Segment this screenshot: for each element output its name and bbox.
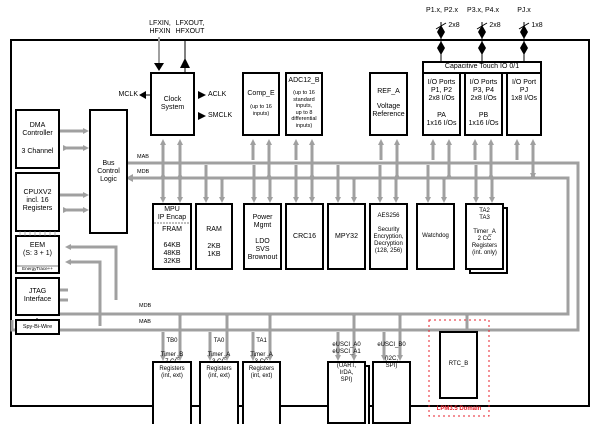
aclk-label: ACLK [208, 91, 227, 98]
ref-a-title: REF_A [377, 88, 400, 95]
mpu-fram-block [152, 203, 192, 270]
aes256-block [369, 203, 408, 270]
port1-label: P1.x, P2.x [426, 7, 458, 14]
euscia-label: eUSCI_A0 eUSCI_A1 (UART, IrDA, SPI) [332, 342, 361, 383]
clock-system-label: Clock System [160, 96, 185, 111]
mpu-label: MPU IP Encap [157, 206, 187, 221]
mdb-label-bottom: MDB [139, 303, 152, 309]
io-p3-p4-title: I/O Ports P3, P4 2x8 I/Os [469, 79, 498, 102]
cpu-eem-link [19, 231, 56, 236]
port1-width-label: 2x8 [448, 22, 460, 29]
lpm35-domain-boundary [428, 319, 490, 417]
dma-block [15, 109, 60, 169]
mpy32-label: MPY32 [335, 233, 358, 240]
fram-sizes: 64KB 48KB 32KB [163, 242, 181, 265]
euscib-block [372, 361, 411, 424]
comp-e-sub: (up to 16 inputs) [250, 104, 272, 117]
middle-bus-taps [160, 165, 536, 203]
clock-system-block [150, 72, 195, 136]
io-pj-title: I/O Port PJ 1x8 I/Os [510, 79, 538, 102]
comp-e-title: Comp_E [247, 90, 275, 97]
ref-a-sub: Voltage Reference [372, 103, 405, 118]
mclk-arrow-icon [139, 91, 146, 99]
ram-label: RAM [206, 226, 222, 233]
io-port-pj-block [506, 72, 542, 136]
cpu-block [15, 172, 60, 232]
watchdog-block [416, 203, 455, 270]
crc16-label: CRC16 [293, 233, 316, 240]
io-p3-p4-sub: PB 1x16 I/Os [468, 112, 499, 127]
spy-bi-wire-label: Spy-Bi-Wire [22, 324, 53, 330]
tb0-label: TB0 Timer_B 7 CC Registers (int, ext) [159, 338, 185, 379]
eem-block [15, 235, 60, 274]
smclk-arrow-icon [198, 112, 206, 120]
io-ports-p1-p2-block [422, 72, 461, 136]
aes256-label: AES256 Security Encryption, Decryption (… [373, 213, 404, 254]
comp-e-block [242, 72, 280, 136]
port2-width-label: 2x8 [489, 22, 501, 29]
power-mgmt-block [243, 203, 282, 270]
ta0-block [199, 361, 239, 424]
master-connections [36, 128, 118, 328]
rtc-b-label: RTC_B [448, 361, 469, 367]
io-p1-p2-sub: PA 1x16 I/Os [426, 112, 457, 127]
io-p1-p2-title: I/O Ports P1, P2 2x8 I/Os [427, 79, 456, 102]
tb0-block [152, 361, 192, 424]
fram-label: FRAM [162, 226, 182, 233]
power-mgmt-label: Power Mgmt LDO SVS Brownout [247, 214, 278, 261]
mpy32-block [327, 203, 366, 270]
ta23-label: TA2 TA3 Timer_A 2 CC Registers (int. onl… [471, 208, 498, 256]
dma-sub: 3 Channel [21, 148, 54, 155]
mab-bus [10, 161, 580, 332]
xin-arrow-icon [154, 63, 164, 71]
euscia-block [327, 361, 366, 424]
ta0-label: TA0 Timer_A 3 CC Registers (int, ext) [206, 338, 232, 379]
mab-label-bottom: MAB [139, 319, 151, 325]
port-pin-connectors [435, 22, 530, 64]
ram-sizes: 2KB 1KB [207, 243, 221, 258]
energytrace-label: EnergyTrace++ [22, 266, 53, 271]
adc12-block [285, 72, 323, 136]
xout-label: LFXOUT, HFXOUT [175, 20, 205, 35]
adc12-sub: (up to 16 standard inputs, up to 8 diffe… [291, 90, 317, 129]
port3-label: PJ.x [517, 7, 531, 14]
ta1-block [242, 361, 281, 424]
bcl-label: Bus Control Logic [97, 160, 120, 183]
cpu-label: CPUXV2 incl. 16 Registers [22, 189, 53, 212]
mclk-label: MCLK [118, 91, 138, 98]
watchdog-label: Watchdog [422, 233, 449, 239]
jtag-block [15, 277, 60, 316]
ta23-block [465, 203, 504, 270]
jtag-label: JTAG Interface [23, 288, 52, 303]
captouch-label: Capacitive Touch IO 0/1 [444, 63, 520, 70]
xout-arrow-icon [180, 58, 190, 68]
smclk-label: SMCLK [208, 112, 233, 119]
port3-width-label: 1x8 [531, 22, 543, 29]
adc12-title: ADC12_B [288, 77, 320, 84]
dma-title: DMA Controller [22, 122, 53, 137]
io-ports-p3-p4-block [464, 72, 503, 136]
bus-control-logic-block [89, 109, 128, 234]
mdb-bus [44, 176, 570, 316]
crc16-block [285, 203, 324, 270]
xin-label: LFXIN, HFXIN [149, 20, 171, 35]
ram-block [195, 203, 233, 270]
mab-label-top: MAB [137, 154, 149, 160]
spy-bi-wire-block [15, 319, 60, 335]
eem-title: EEM (S: 3 + 1) [23, 242, 52, 257]
chip-boundary [10, 39, 590, 407]
euscib-label: eUSCI_B0 (I2C, SPI) [377, 342, 406, 369]
ta1-label: TA1 Timer_A 3 CC Registers (int, ext) [248, 338, 275, 379]
aclk-arrow-icon [198, 91, 206, 99]
port2-label: P3.x, P4.x [467, 7, 499, 14]
lpm35-domain-label: LPM3.5 Domain [436, 406, 482, 412]
ref-a-block [369, 72, 408, 136]
rtc-b-block [439, 331, 478, 399]
mdb-label-top: MDB [137, 169, 150, 175]
